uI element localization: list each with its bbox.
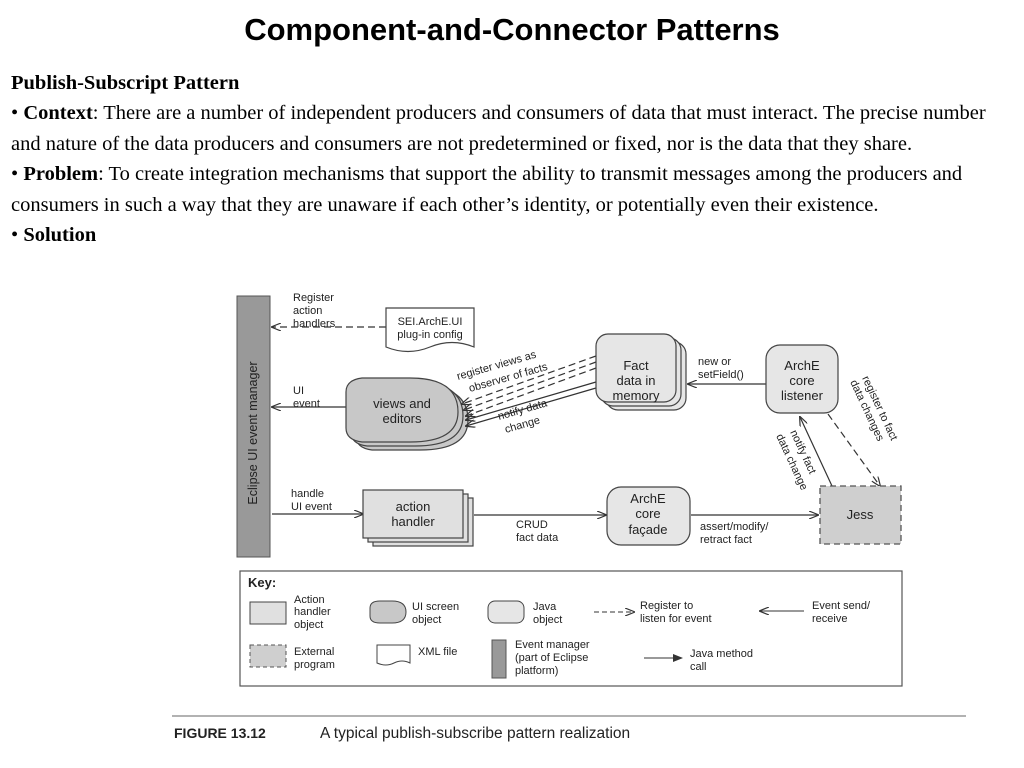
svg-text:Action: Action: [294, 594, 325, 606]
svg-text:ArchE: ArchE: [784, 358, 820, 373]
solution-bullet: • Solution: [11, 224, 97, 247]
svg-text:UI event: UI event: [291, 501, 332, 513]
svg-text:receive: receive: [812, 613, 847, 625]
slide-body: Publish-Subscript Pattern • Context: The…: [11, 68, 1016, 250]
arche-core-listener: ArchE core listener: [765, 344, 839, 414]
svg-text:Register: Register: [293, 292, 334, 304]
svg-text:handler: handler: [294, 606, 331, 618]
label-register-action-handlers: Register action handlers: [293, 292, 336, 330]
svg-text:call: call: [690, 661, 707, 673]
label-crud: CRUD fact data: [516, 519, 559, 544]
svg-text:Java: Java: [533, 601, 557, 613]
svg-text:editors: editors: [382, 411, 422, 426]
plugin-config-xml-file: SEI.ArchE.UI plug-in config: [385, 307, 475, 353]
svg-text:handlers: handlers: [293, 318, 336, 330]
jess-external-program: Jess: [819, 485, 902, 545]
svg-text:core: core: [635, 506, 660, 521]
problem-text: : To create integration mechanisms that …: [11, 163, 963, 216]
svg-text:memory: memory: [613, 388, 660, 403]
svg-text:handle: handle: [291, 488, 324, 500]
arrow-notify-fact-change: [800, 417, 833, 487]
svg-text:fact data: fact data: [516, 532, 559, 544]
svg-text:UI: UI: [293, 385, 304, 397]
svg-text:Eclipse UI event manager: Eclipse UI event manager: [246, 361, 260, 504]
arrow-notify-data-change-1: [466, 381, 597, 420]
problem-bullet: • Problem: To create integration mechani…: [11, 163, 963, 216]
svg-text:listener: listener: [781, 388, 824, 403]
svg-text:action: action: [293, 305, 322, 317]
arrow-register-views-3: [466, 367, 597, 416]
svg-text:retract fact: retract fact: [700, 534, 752, 546]
key-event-manager-swatch: [491, 639, 507, 679]
arrow-register-fact-changes: [827, 413, 880, 486]
svg-text:ArchE: ArchE: [630, 491, 666, 506]
diagram-key: Key: Action handler object UI screen obj…: [239, 570, 903, 687]
svg-text:object: object: [294, 619, 323, 631]
svg-text:Jess: Jess: [847, 507, 874, 522]
svg-text:façade: façade: [628, 522, 667, 537]
solution-label: Solution: [23, 224, 97, 247]
action-handler: action handler: [362, 489, 474, 547]
svg-text:views and: views and: [373, 396, 431, 411]
figure-caption: A typical publish-subscribe pattern real…: [320, 725, 630, 742]
key-xml-file-swatch: [376, 644, 411, 666]
label-ui-event: UI event: [293, 385, 320, 410]
svg-text:assert/modify/: assert/modify/: [700, 521, 769, 533]
arrow-notify-data-change-2: [466, 387, 597, 426]
svg-text:setField(): setField(): [698, 369, 744, 381]
context-bullet: • Context: There are a number of indepen…: [11, 102, 986, 155]
key-action-handler-swatch: [249, 601, 287, 625]
svg-text:program: program: [294, 659, 335, 671]
arrow-register-views-1: [462, 355, 597, 404]
svg-text:platform): platform): [515, 665, 558, 677]
svg-text:CRUD: CRUD: [516, 519, 548, 531]
svg-text:event: event: [293, 398, 320, 410]
figure-number: FIGURE 13.12: [174, 725, 266, 741]
problem-label: Problem: [23, 163, 99, 186]
label-new-or-setfield: new or setField(): [698, 356, 744, 381]
slide-title: Component-and-Connector Patterns: [244, 12, 780, 47]
svg-text:(part of Eclipse: (part of Eclipse: [515, 652, 588, 664]
svg-text:new or: new or: [698, 356, 731, 368]
svg-text:listen for event: listen for event: [640, 613, 712, 625]
svg-text:data in: data in: [616, 373, 655, 388]
key-java-object-swatch: [487, 600, 525, 624]
label-handle-ui-event: handle UI event: [291, 488, 332, 513]
svg-text:External: External: [294, 646, 334, 658]
svg-text:UI screen: UI screen: [412, 601, 459, 613]
event-manager-bar: Eclipse UI event manager: [236, 295, 271, 558]
key-ui-screen-swatch: [369, 600, 407, 624]
svg-text:core: core: [789, 373, 814, 388]
views-and-editors: views and editors: [345, 377, 469, 451]
svg-text:object: object: [412, 614, 441, 626]
svg-text:handler: handler: [391, 514, 435, 529]
svg-text:Event send/: Event send/: [812, 600, 871, 612]
arrow-register-views-2: [464, 361, 597, 410]
svg-text:object: object: [533, 614, 562, 626]
svg-text:Java method: Java method: [690, 648, 753, 660]
svg-text:plug-in config: plug-in config: [397, 329, 462, 341]
svg-text:Register to: Register to: [640, 600, 693, 612]
svg-text:action: action: [396, 499, 431, 514]
svg-text:Fact: Fact: [623, 358, 649, 373]
context-label: Context: [23, 102, 93, 125]
svg-text:SEI.ArchE.UI: SEI.ArchE.UI: [398, 316, 463, 328]
arche-core-facade: ArchE core façade: [606, 486, 691, 546]
label-assert-modify: assert/modify/ retract fact: [700, 521, 769, 546]
svg-text:Event manager: Event manager: [515, 639, 590, 651]
svg-text:XML file: XML file: [418, 646, 457, 658]
fact-data-in-memory: Fact data in memory: [595, 333, 687, 411]
svg-text:Key:: Key:: [248, 575, 276, 590]
context-text: : There are a number of independent prod…: [11, 102, 986, 155]
pattern-heading: Publish-Subscript Pattern: [11, 72, 240, 94]
key-external-program-swatch: [249, 644, 287, 668]
